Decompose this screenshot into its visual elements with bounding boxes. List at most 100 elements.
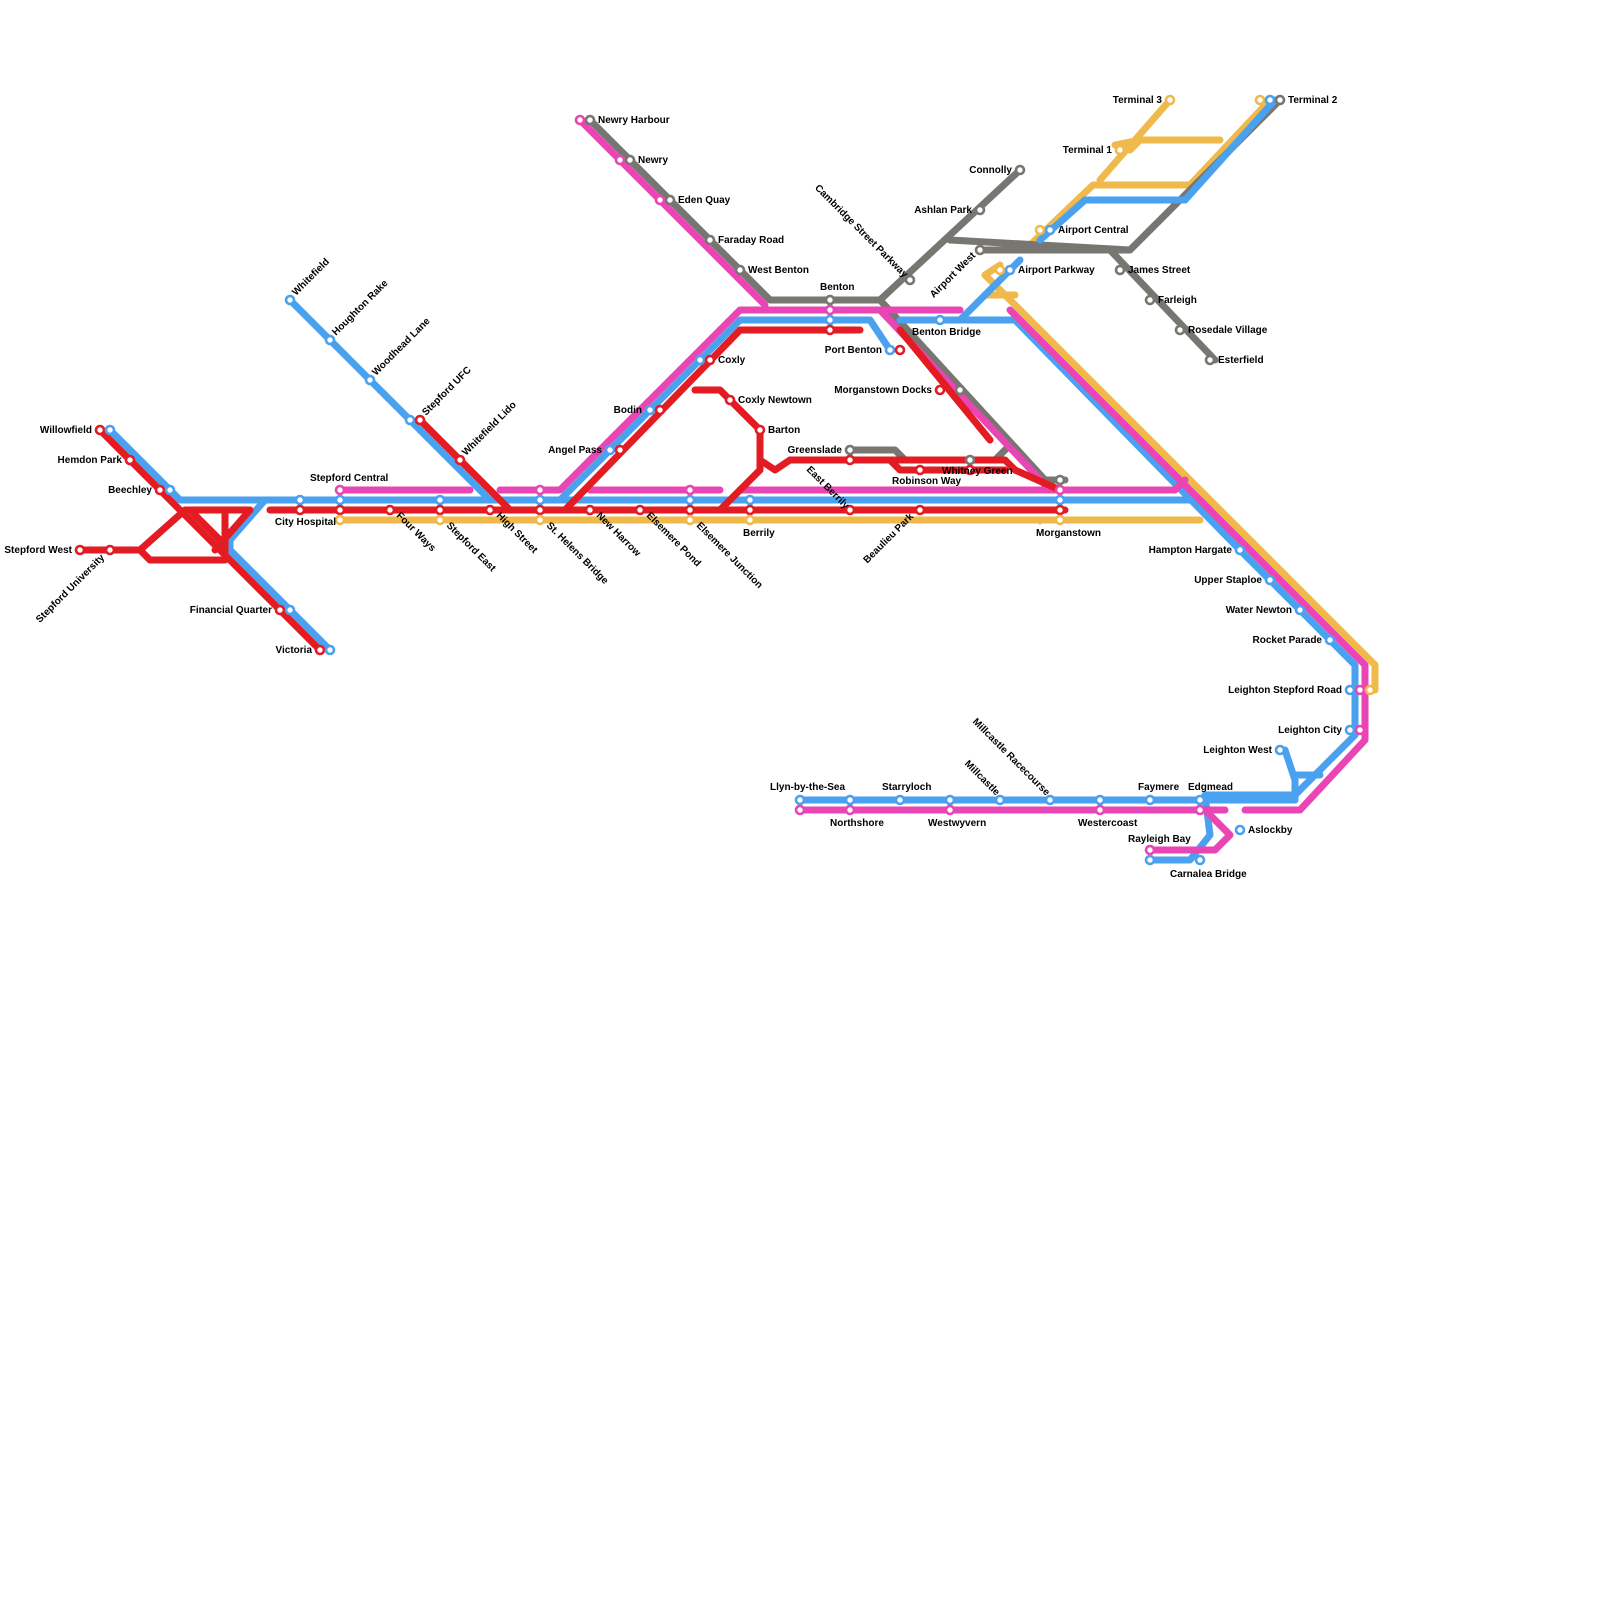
station-marker-berrily-blue[interactable]	[746, 496, 754, 504]
station-marker-esterfield[interactable]	[1206, 356, 1214, 364]
station-marker-terminal-1[interactable]	[1116, 146, 1124, 154]
station-marker-elsemere-junction[interactable]	[686, 506, 694, 514]
station-marker-stepford-east-yellow[interactable]	[436, 516, 444, 524]
station-marker-bodin-blue[interactable]	[646, 406, 654, 414]
station-marker-port-benton-red[interactable]	[896, 346, 904, 354]
station-marker-berrily[interactable]	[746, 516, 754, 524]
station-marker-leighton-stepford-road-pink[interactable]	[1356, 686, 1364, 694]
station-marker-elsemere-junction-pink[interactable]	[686, 486, 694, 494]
station-marker-leighton-stepford-road-yellow[interactable]	[1366, 686, 1374, 694]
station-marker-bodin[interactable]	[656, 406, 664, 414]
station-marker-hemdon-park[interactable]	[126, 456, 134, 464]
station-marker-westercoast[interactable]	[1096, 806, 1104, 814]
station-marker-st-helens-bridge-pink[interactable]	[536, 486, 544, 494]
station-marker-port-benton[interactable]	[886, 346, 894, 354]
station-marker-greenslade[interactable]	[846, 446, 854, 454]
station-marker-robinson-way[interactable]	[916, 466, 924, 474]
station-marker-victoria-blue[interactable]	[326, 646, 334, 654]
station-marker-llyn-by-the-sea[interactable]	[796, 796, 804, 804]
station-marker-four-ways[interactable]	[386, 506, 394, 514]
station-marker-water-newton[interactable]	[1296, 606, 1304, 614]
station-marker-eden-quay[interactable]	[666, 196, 674, 204]
station-marker-millcastle[interactable]	[996, 796, 1004, 804]
station-marker-berrily-red[interactable]	[746, 506, 754, 514]
station-marker-leighton-stepford-road[interactable]	[1346, 686, 1354, 694]
station-marker-james-street[interactable]	[1116, 266, 1124, 274]
station-marker-st-helens-bridge-blue[interactable]	[536, 496, 544, 504]
station-marker-coxly-newtown[interactable]	[726, 396, 734, 404]
station-marker-financial-quarter[interactable]	[276, 606, 284, 614]
station-marker-cambridge-street-parkway[interactable]	[906, 276, 914, 284]
station-marker-elsemere-pond[interactable]	[636, 506, 644, 514]
station-marker-terminal-2-blue[interactable]	[1266, 96, 1274, 104]
station-marker-high-street[interactable]	[486, 506, 494, 514]
station-marker-coxly-blue[interactable]	[696, 356, 704, 364]
station-marker-newry-pink[interactable]	[616, 156, 624, 164]
station-marker-victoria[interactable]	[316, 646, 324, 654]
station-marker-stepford-east-red[interactable]	[436, 506, 444, 514]
station-marker-coxly[interactable]	[706, 356, 714, 364]
station-marker-rayleigh-bay-blue[interactable]	[1146, 856, 1154, 864]
station-marker-new-harrow[interactable]	[586, 506, 594, 514]
station-marker-greenslade-red[interactable]	[846, 456, 854, 464]
station-marker-beechley[interactable]	[156, 486, 164, 494]
station-marker-newry-harbour-pink[interactable]	[576, 116, 584, 124]
station-marker-airport-central-yellow[interactable]	[1036, 226, 1044, 234]
station-marker-westwyvern-blue[interactable]	[946, 796, 954, 804]
station-marker-barton[interactable]	[756, 426, 764, 434]
station-marker-benton-pink[interactable]	[826, 306, 834, 314]
station-marker-connolly[interactable]	[1016, 166, 1024, 174]
station-marker-elsemere-junction-blue[interactable]	[686, 496, 694, 504]
station-marker-st-helens-bridge[interactable]	[536, 506, 544, 514]
station-marker-farleigh[interactable]	[1146, 296, 1154, 304]
station-marker-terminal-2[interactable]	[1276, 96, 1284, 104]
station-marker-stepford-ufc-red[interactable]	[416, 416, 424, 424]
station-marker-woodhead-lane[interactable]	[366, 376, 374, 384]
station-marker-leighton-city-pink[interactable]	[1356, 726, 1364, 734]
station-marker-leighton-city[interactable]	[1346, 726, 1354, 734]
station-marker-morganstown-grey[interactable]	[1056, 476, 1064, 484]
station-marker-northshore-blue[interactable]	[846, 796, 854, 804]
station-marker-newry[interactable]	[626, 156, 634, 164]
station-marker-beaulieu-park[interactable]	[916, 506, 924, 514]
station-marker-beechley-blue[interactable]	[166, 486, 174, 494]
station-marker-angel-pass[interactable]	[616, 446, 624, 454]
station-marker-morganstown-docks-grey[interactable]	[956, 386, 964, 394]
station-marker-morganstown-blue[interactable]	[1056, 496, 1064, 504]
station-marker-airport-parkway-yellow[interactable]	[996, 266, 1004, 274]
station-marker-stepford-central[interactable]	[336, 486, 344, 494]
station-marker-willowfield-blue[interactable]	[106, 426, 114, 434]
station-marker-faymere[interactable]	[1146, 796, 1154, 804]
station-marker-terminal-2-yellow[interactable]	[1256, 96, 1264, 104]
station-marker-morganstown[interactable]	[1056, 516, 1064, 524]
station-marker-rocket-parade[interactable]	[1326, 636, 1334, 644]
station-marker-stepford-central-blue[interactable]	[336, 496, 344, 504]
station-marker-llyn-by-the-sea-pink[interactable]	[796, 806, 804, 814]
station-marker-west-benton[interactable]	[736, 266, 744, 274]
station-marker-upper-staploe[interactable]	[1266, 576, 1274, 584]
station-marker-stepford-central-west-red[interactable]	[296, 506, 304, 514]
station-marker-morganstown-docks[interactable]	[936, 386, 944, 394]
station-marker-aslockby[interactable]	[1236, 826, 1244, 834]
station-marker-whitefield[interactable]	[286, 296, 294, 304]
station-marker-terminal-3[interactable]	[1166, 96, 1174, 104]
station-marker-stepford-west[interactable]	[76, 546, 84, 554]
station-marker-st-helens-bridge-yellow[interactable]	[536, 516, 544, 524]
station-marker-millcastle-racecourse[interactable]	[1046, 796, 1054, 804]
station-marker-benton-red[interactable]	[826, 326, 834, 334]
station-marker-stepford-central-west[interactable]	[296, 496, 304, 504]
station-marker-stepford-university[interactable]	[106, 546, 114, 554]
station-marker-elsemere-junction-yellow[interactable]	[686, 516, 694, 524]
station-marker-ashlan-park[interactable]	[976, 206, 984, 214]
station-marker-eden-quay-pink[interactable]	[656, 196, 664, 204]
station-marker-westwyvern[interactable]	[946, 806, 954, 814]
station-marker-financial-quarter-blue[interactable]	[286, 606, 294, 614]
station-marker-westercoast-blue[interactable]	[1096, 796, 1104, 804]
station-marker-starryloch[interactable]	[896, 796, 904, 804]
station-marker-rosedale-village[interactable]	[1176, 326, 1184, 334]
station-marker-faraday-road[interactable]	[706, 236, 714, 244]
station-marker-northshore[interactable]	[846, 806, 854, 814]
station-marker-carnalea-bridge[interactable]	[1196, 856, 1204, 864]
station-marker-stepford-east[interactable]	[436, 496, 444, 504]
station-marker-morganstown-pink[interactable]	[1056, 486, 1064, 494]
